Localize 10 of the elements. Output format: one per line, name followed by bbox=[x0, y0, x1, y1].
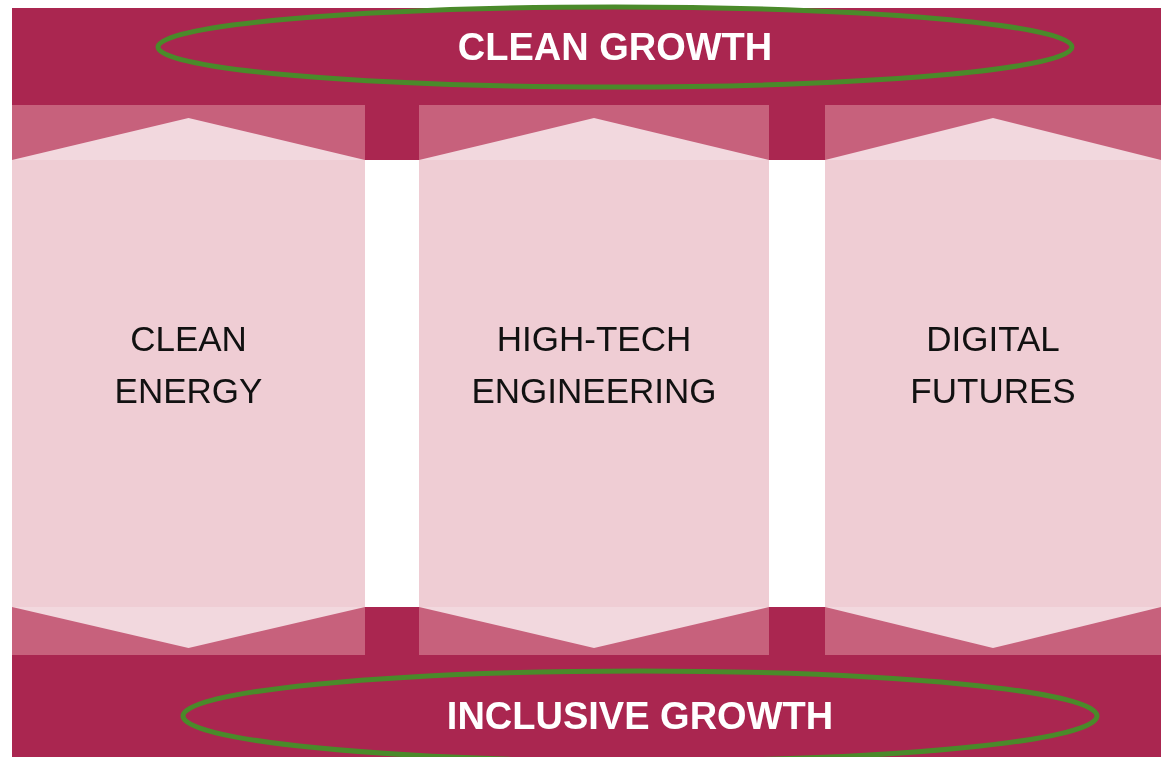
pillar-panel bbox=[825, 105, 1161, 655]
band-title: CLEAN GROWTH bbox=[457, 25, 773, 69]
pillar-panel bbox=[419, 105, 769, 655]
pillar-label: CLEAN ENERGY bbox=[114, 318, 263, 412]
ellipse-outline bbox=[155, 4, 1075, 90]
pillar-label: HIGH-TECH ENGINEERING bbox=[471, 318, 717, 412]
ellipse-outline bbox=[180, 668, 1100, 757]
band-title: INCLUSIVE GROWTH bbox=[446, 694, 834, 738]
pillar-panel bbox=[12, 105, 365, 655]
pillar-label: DIGITAL FUTURES bbox=[910, 318, 1076, 412]
